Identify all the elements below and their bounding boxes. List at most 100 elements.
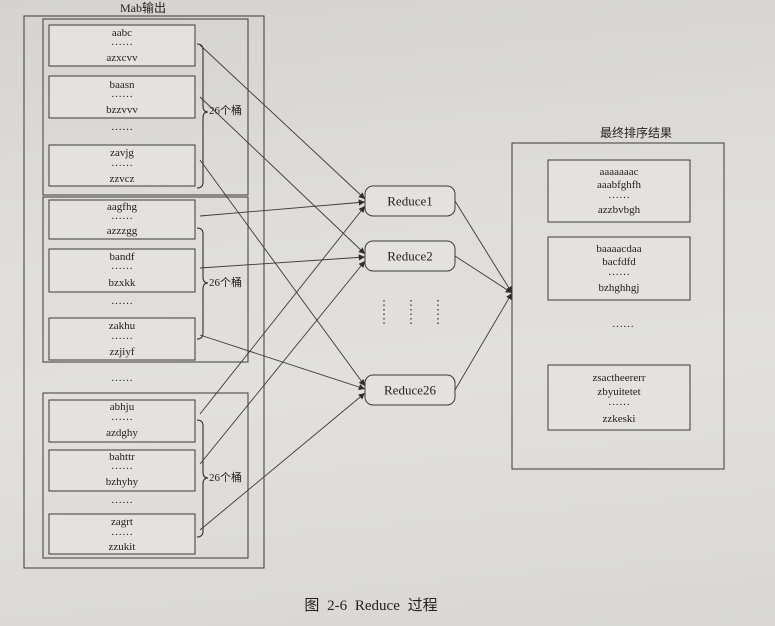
- bucket-ellipsis: ……: [111, 460, 133, 472]
- bucket-last-key: bzhyhy: [106, 476, 139, 488]
- bucket-ellipsis: ……: [111, 526, 133, 538]
- bucket-ellipsis: ……: [111, 36, 133, 48]
- result-key: zbyuitetet: [597, 386, 640, 398]
- result-ellipsis: ……: [608, 189, 630, 201]
- bucket-brace: [196, 419, 209, 538]
- bucket-z: zavjg …… zzvcz: [48, 144, 196, 187]
- bucket-brace: [196, 227, 209, 340]
- arrow-group3-a-to-reduce1: [199, 205, 366, 415]
- map-group-1: aabc …… azxcvv baasn …… bzzvvv …… zavjg …: [42, 18, 249, 196]
- bucket-first-key: bahttr: [109, 451, 135, 463]
- map-group-3: abhju …… azdghy bahttr …… bzhyhy …… zagr…: [42, 392, 249, 559]
- arrow-group1-z-to-reduce26: [199, 159, 366, 387]
- bucket-first-key: zavjg: [110, 147, 134, 159]
- result-bucket-b: baaaacdaa bacfdfd …… bzhghhgj: [547, 236, 691, 301]
- reducer-label: Reduce26: [384, 383, 436, 398]
- arrow-group3-z-to-reduce26: [199, 392, 366, 531]
- map-group-2: aagfhg …… azzzgg bandf …… bzxkk …… zakhu…: [42, 196, 249, 363]
- bucket-last-key: bzxkk: [109, 277, 136, 289]
- result-ellipsis: ……: [608, 266, 630, 278]
- group-gap-ellipsis: ……: [111, 372, 133, 384]
- bucket-a: aabc …… azxcvv: [48, 24, 196, 67]
- result-bucket-z: zsactheererr zbyuitetet …… zzkeski: [547, 364, 691, 431]
- result-ellipsis: ……: [608, 396, 630, 408]
- arrow-reduce1-to-result: [454, 200, 513, 294]
- result-key: baaaacdaa: [596, 243, 641, 255]
- result-key: zsactheererr: [592, 372, 645, 384]
- bucket-b: bahttr …… bzhyhy: [48, 449, 196, 492]
- arrow-group3-b-to-reduce2: [199, 260, 366, 465]
- map-output-panel: Mab输出 aabc …… azxcvv baasn …… bzzvvv …… …: [23, 0, 265, 569]
- arrow-group2-a-to-reduce1: [199, 199, 366, 217]
- bucket-gap-ellipsis: ……: [111, 295, 133, 307]
- bucket-box: [48, 24, 196, 67]
- bucket-last-key: zzvcz: [109, 173, 134, 185]
- bucket-a: aagfhg …… azzzgg: [48, 199, 196, 240]
- bucket-ellipsis: ……: [111, 260, 133, 272]
- bucket-last-key: bzzvvv: [106, 104, 138, 116]
- map-output-title: Mab输出: [120, 0, 166, 15]
- bucket-b: bandf …… bzxkk: [48, 248, 196, 293]
- bucket-last-key: zzjiyf: [109, 346, 134, 358]
- bucket-first-key: zagrt: [111, 516, 133, 528]
- reducer-2: Reduce2: [364, 240, 456, 272]
- arrow-reduce26-to-result: [454, 292, 513, 391]
- bucket-gap-ellipsis: ……: [111, 494, 133, 506]
- arrow-group2-b-to-reduce2: [199, 254, 366, 269]
- bucket-z: zakhu …… zzjiyf: [48, 317, 196, 361]
- bucket-box: [48, 513, 196, 555]
- result-box: [547, 236, 691, 301]
- final-result-frame: [511, 142, 725, 470]
- final-result-panel: 最终排序结果 aaaaaaac aaabfghfh …… azzbvbgh ba…: [511, 125, 725, 470]
- result-key: bacfdfd: [602, 256, 636, 268]
- reducer-ellipsis: [383, 300, 439, 326]
- result-bucket-a: aaaaaaac aaabfghfh …… azzbvbgh: [547, 159, 691, 223]
- reducer-label: Reduce2: [387, 249, 432, 264]
- bucket-ellipsis: ……: [111, 88, 133, 100]
- bucket-box: [48, 399, 196, 443]
- bucket-b: baasn …… bzzvvv: [48, 75, 196, 119]
- bucket-gap-ellipsis: ……: [111, 121, 133, 133]
- reducer-26: Reduce26: [364, 374, 456, 406]
- bucket-box: [48, 144, 196, 187]
- bucket-box: [48, 75, 196, 119]
- bucket-box: [48, 449, 196, 492]
- map-group-frame: [42, 392, 249, 559]
- bucket-brace: [196, 43, 209, 189]
- bucket-a: abhju …… azdghy: [48, 399, 196, 443]
- bucket-first-key: zakhu: [109, 320, 136, 332]
- result-key: aaabfghfh: [597, 179, 641, 191]
- bucket-ellipsis: ……: [111, 210, 133, 222]
- bucket-count-label: 26个桶: [209, 470, 242, 484]
- figure-caption: 图 2-6 Reduce 过程: [304, 597, 437, 614]
- result-key: azzbvbgh: [598, 204, 641, 216]
- map-output-frame: [23, 15, 265, 569]
- reducer-1: Reduce1: [364, 185, 456, 217]
- bucket-ellipsis: ……: [111, 330, 133, 342]
- bucket-ellipsis: ……: [111, 411, 133, 423]
- result-key: zzkeski: [603, 413, 636, 425]
- bucket-ellipsis: ……: [111, 157, 133, 169]
- arrow-group1-a-to-reduce1: [199, 44, 366, 200]
- result-box: [547, 364, 691, 431]
- bucket-box: [48, 248, 196, 293]
- bucket-last-key: azxcvv: [106, 52, 138, 64]
- bucket-first-key: bandf: [109, 251, 134, 263]
- bucket-first-key: abhju: [110, 401, 135, 413]
- bucket-last-key: zzukit: [109, 541, 136, 553]
- arrow-group1-b-to-reduce2: [199, 96, 366, 255]
- output-arrows: [454, 200, 513, 391]
- arrow-reduce2-to-result: [454, 255, 513, 294]
- bucket-box: [48, 317, 196, 361]
- bucket-last-key: azzzgg: [107, 225, 138, 237]
- bucket-count-label: 26个桶: [209, 275, 242, 289]
- bucket-box: [48, 199, 196, 240]
- result-box: [547, 159, 691, 223]
- map-group-frame: [42, 18, 249, 196]
- final-result-title: 最终排序结果: [600, 125, 672, 140]
- reducers: Reduce1 Reduce2 Reduce26: [364, 185, 456, 406]
- bucket-first-key: aabc: [112, 27, 132, 39]
- reducer-label: Reduce1: [387, 194, 432, 209]
